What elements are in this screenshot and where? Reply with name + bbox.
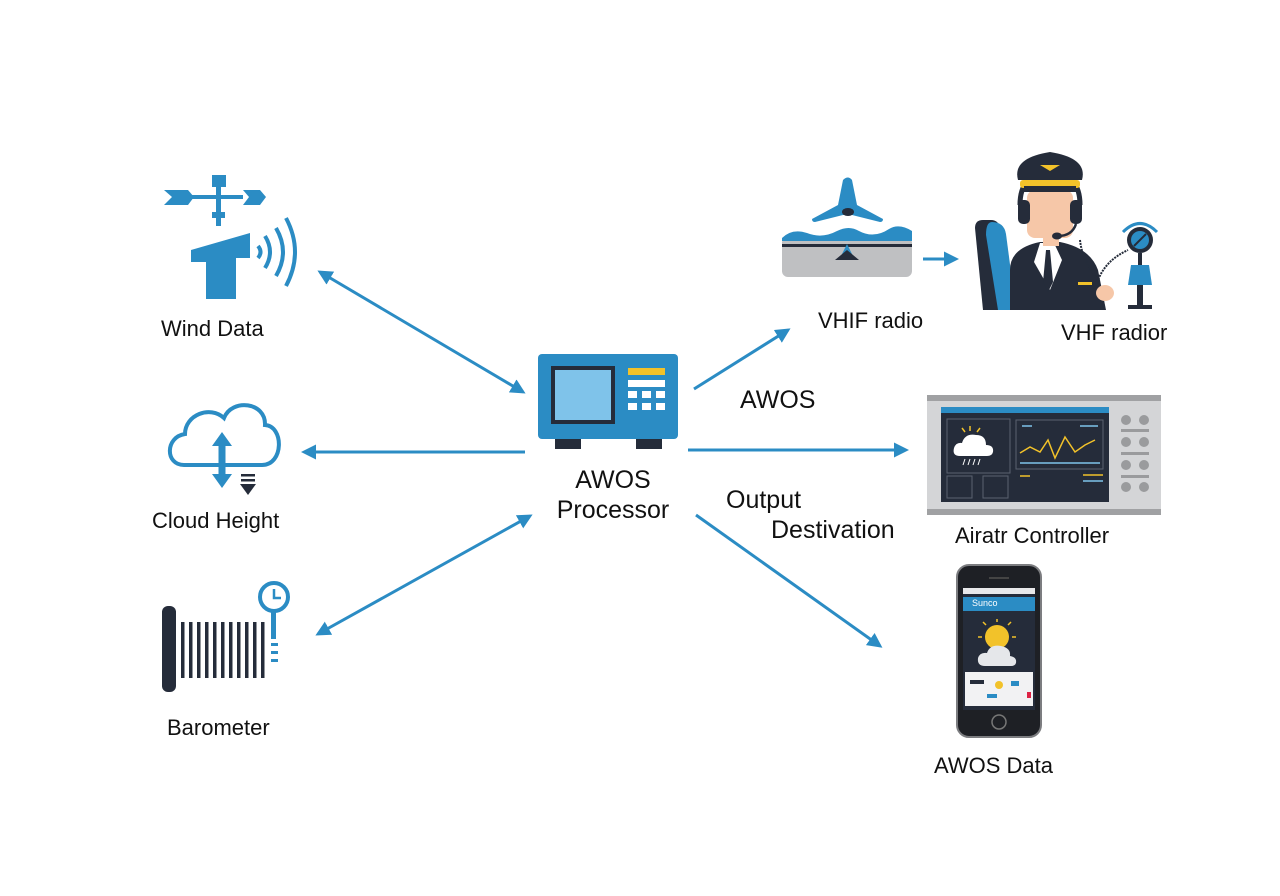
barometer-bars (181, 622, 265, 678)
phone-screen-header: Sunco (972, 598, 998, 608)
smartphone-icon (956, 564, 1042, 738)
output-annotation-line1: Output (726, 486, 802, 514)
arrow-processor-phone (695, 513, 883, 648)
pilot-label: VHF radior (1061, 320, 1168, 345)
controller-display-icon (927, 395, 1161, 515)
processor-device-icon (538, 354, 678, 449)
arrow-barometer-processor (315, 514, 533, 636)
cloud-height-label: Cloud Height (152, 508, 280, 533)
arrow-processor-vhf (693, 328, 791, 391)
processor-label-line1: AWOS (575, 466, 651, 494)
wind-data-label: Wind Data (161, 316, 264, 341)
barometer-label: Barometer (167, 715, 270, 740)
wind-vane-icon (164, 175, 297, 299)
awos-annotation: AWOS (740, 386, 816, 414)
awos-data-label: AWOS Data (934, 753, 1053, 778)
connectors (301, 251, 959, 648)
pilot-icon (975, 152, 1159, 310)
barometer-icon (162, 581, 290, 692)
output-annotation-line2: Destivation (771, 516, 895, 544)
processor-label-line2: Processor (556, 496, 670, 524)
vhf-radio-label: VHIF radio (818, 308, 924, 333)
controller-label: Airatr Controller (955, 523, 1110, 548)
arrow-wind-processor (317, 270, 526, 394)
cloud-height-icon (168, 403, 281, 495)
aircraft-radio-icon (782, 177, 912, 277)
